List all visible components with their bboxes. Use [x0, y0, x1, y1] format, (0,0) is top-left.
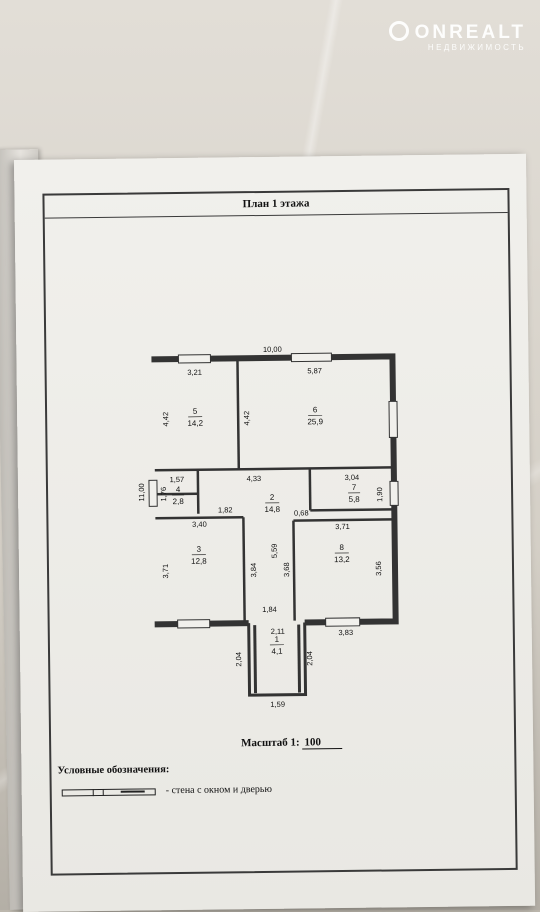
dim-porch-left: 2,04 — [234, 652, 243, 667]
room-1-number: 1 — [275, 635, 280, 644]
dim-overall-width: 10,00 — [263, 345, 282, 354]
dim-overall-height: 11,00 — [137, 483, 146, 501]
dim-room8-width: 3,71 — [335, 522, 350, 531]
room-5-number: 5 — [193, 407, 198, 416]
door-symbol — [121, 790, 145, 792]
dim-room3-inner: 3,84 — [249, 563, 258, 578]
dim-room3-height: 3,71 — [161, 564, 170, 579]
floor-plan: 5 14,2 6 25,9 4 2,8 2 14,8 7 5,8 3 12,8 … — [44, 190, 514, 736]
room-6-area: 25,9 — [307, 417, 323, 426]
legend-text: - стена с окном и дверью — [166, 784, 272, 796]
interior-walls — [153, 357, 393, 622]
room-8-number: 8 — [339, 543, 344, 552]
room-3-number: 3 — [196, 545, 201, 554]
dim-room4-width: 1,57 — [170, 475, 185, 484]
legend-title: Условные обозначения: — [57, 764, 169, 776]
onrealt-logo-icon — [389, 21, 409, 41]
window-marks — [147, 352, 399, 628]
dim-corridor-bottom: 1,84 — [262, 605, 277, 614]
wall-symbol — [62, 788, 156, 796]
scale-label: Масштаб 1: — [241, 737, 300, 750]
room-6-number: 6 — [313, 405, 318, 414]
dim-room7-height: 1,90 — [375, 487, 384, 502]
scale-value: 100 — [302, 736, 342, 749]
dim-hall-passage: 1,82 — [218, 505, 233, 514]
room-7-number: 7 — [352, 483, 357, 492]
dim-room4-height: 1,76 — [159, 487, 168, 502]
room-2-number: 2 — [270, 493, 275, 502]
drawing-frame: План 1 этажа — [42, 188, 517, 876]
scale-line: Масштаб 1: 100 — [241, 736, 342, 750]
room-1-area: 4,1 — [271, 647, 283, 656]
room-5-area: 14,2 — [187, 419, 203, 428]
watermark-brand: ONREALT — [415, 22, 526, 43]
dim-porch-top: 2,11 — [271, 627, 285, 636]
dim-room6-height: 4,42 — [242, 411, 251, 426]
dim-room3-width: 3,40 — [192, 520, 207, 529]
dim-room8-height: 3,56 — [374, 561, 383, 576]
dim-hall-length: 5,59 — [270, 543, 279, 558]
dim-porch-right: 2,04 — [305, 651, 314, 666]
dim-room8-bottom: 3,83 — [338, 628, 353, 637]
dim-room5-height: 4,42 — [161, 412, 170, 427]
room-4-number: 4 — [176, 485, 181, 494]
room-3-area: 12,8 — [191, 557, 207, 566]
room-7-area: 5,8 — [349, 495, 361, 504]
document-sheet: План 1 этажа — [14, 154, 535, 912]
dim-hall-width: 4,33 — [247, 474, 262, 483]
dimension-labels: 10,00 3,21 5,87 4,42 4,42 11,00 1,57 1,7… — [135, 344, 386, 711]
dim-room6-width: 5,87 — [307, 366, 322, 375]
room-4-area: 2,8 — [173, 497, 185, 506]
dim-hall-gap: 0,68 — [294, 508, 309, 517]
watermark-subtitle: НЕДВИЖИМОСТЬ — [389, 43, 526, 52]
watermark: ONREALT НЕДВИЖИМОСТЬ — [389, 22, 526, 52]
dim-porch-bottom: 1,59 — [270, 700, 285, 709]
dim-room8-inner: 3,68 — [282, 562, 291, 577]
outer-walls — [151, 356, 395, 624]
room-8-area: 13,2 — [334, 555, 350, 564]
dim-room7-width: 3,04 — [345, 473, 360, 482]
dim-room5-width: 3,21 — [187, 368, 202, 377]
room-2-area: 14,8 — [264, 505, 280, 514]
